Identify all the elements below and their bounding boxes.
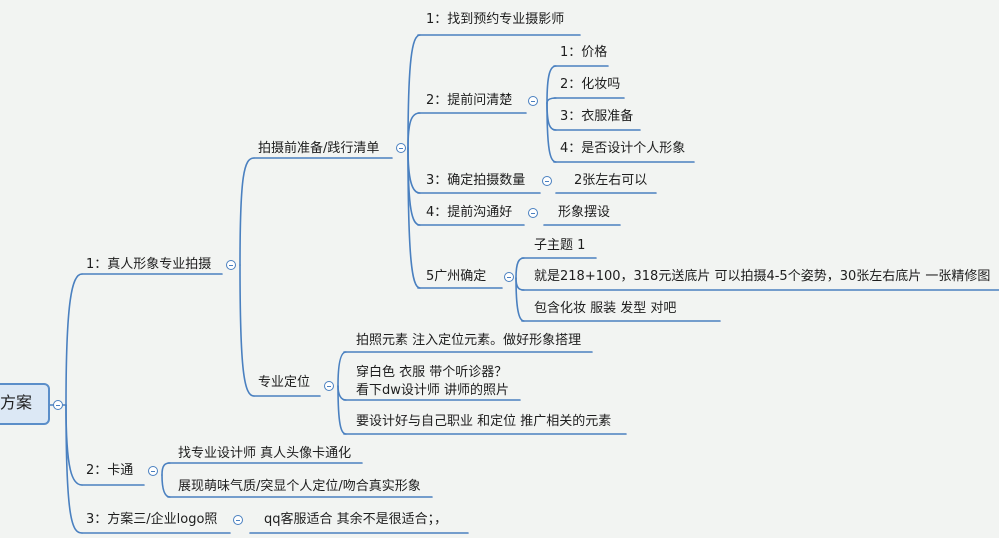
positioning-item-2a[interactable]: 穿白色 衣服 带个听诊器？	[356, 365, 508, 380]
image-design-item[interactable]: 4：是否设计个人形象	[560, 141, 686, 156]
connector-branch1-positioning	[239, 264, 255, 397]
setup-detail[interactable]: 形象摆设	[558, 205, 611, 220]
quantity-detail[interactable]: 2张左右可以	[574, 173, 648, 188]
branch1-collapse-icon[interactable]	[226, 260, 236, 270]
root-collapse-icon[interactable]	[53, 400, 63, 410]
branch1-label[interactable]: 1：真人形象专业拍摄	[86, 257, 212, 272]
positioning-item-3[interactable]: 要设计好与自己职业 和定位 推广相关的元素	[356, 414, 612, 429]
logo-item-1[interactable]: qq客服适合 其余不是很适合；，	[264, 512, 448, 527]
positioning-item-1[interactable]: 拍照元素 注入定位元素。做好形象搭理	[356, 333, 582, 348]
root-node[interactable]	[0, 383, 50, 425]
branch3-collapse-icon[interactable]	[233, 515, 243, 525]
positioning-item-2b[interactable]: 看下dw设计师 讲师的照片	[356, 383, 510, 398]
clothes-item[interactable]: 3：衣服准备	[560, 109, 634, 124]
included-detail[interactable]: 包含化妆 服装 发型 对吧	[534, 301, 677, 316]
prep-item-2[interactable]: 2：提前问清楚	[426, 93, 513, 108]
prep-item-3-collapse-icon[interactable]	[542, 176, 552, 186]
prep-item-4-collapse-icon[interactable]	[528, 208, 538, 218]
branch2-label[interactable]: 2：卡通	[86, 463, 134, 478]
prep-item-5[interactable]: 5广州确定	[426, 269, 487, 284]
cartoon-item-2[interactable]: 展现萌味气质/突显个人定位/吻合真实形象	[178, 479, 421, 494]
positioning-label[interactable]: 专业定位	[258, 375, 311, 390]
prep-item-1[interactable]: 1：找到预约专业摄影师	[426, 12, 565, 27]
branch3-label[interactable]: 3：方案三/企业logo照	[86, 512, 218, 527]
prep-item-4[interactable]: 4：提前沟通好	[426, 205, 513, 220]
branch2-collapse-icon[interactable]	[148, 466, 158, 476]
price-item[interactable]: 1：价格	[560, 45, 608, 60]
prep-item-2-collapse-icon[interactable]	[528, 96, 538, 106]
cartoon-item-1[interactable]: 找专业设计师 真人头像卡通化	[178, 446, 352, 461]
prep-collapse-icon[interactable]	[396, 143, 406, 153]
prep-label[interactable]: 拍摄前准备/践行清单	[258, 141, 380, 156]
prep-item-3[interactable]: 3：确定拍摄数量	[426, 173, 526, 188]
root-label: 方案	[0, 393, 33, 412]
connector-branch1-prep	[239, 157, 255, 266]
subtopic-1[interactable]: 子主题 1	[534, 238, 586, 253]
price-detail[interactable]: 就是218+100，318元送底片 可以拍摄4-5个姿势，30张左右底片 一张精…	[534, 269, 991, 284]
connector-root-branch1	[65, 273, 83, 406]
makeup-item[interactable]: 2：化妆吗	[560, 77, 621, 92]
prep-item-5-collapse-icon[interactable]	[504, 272, 514, 282]
connector-root-branch3	[65, 404, 83, 534]
connector-root-branch2	[65, 404, 83, 486]
positioning-collapse-icon[interactable]	[324, 381, 334, 391]
